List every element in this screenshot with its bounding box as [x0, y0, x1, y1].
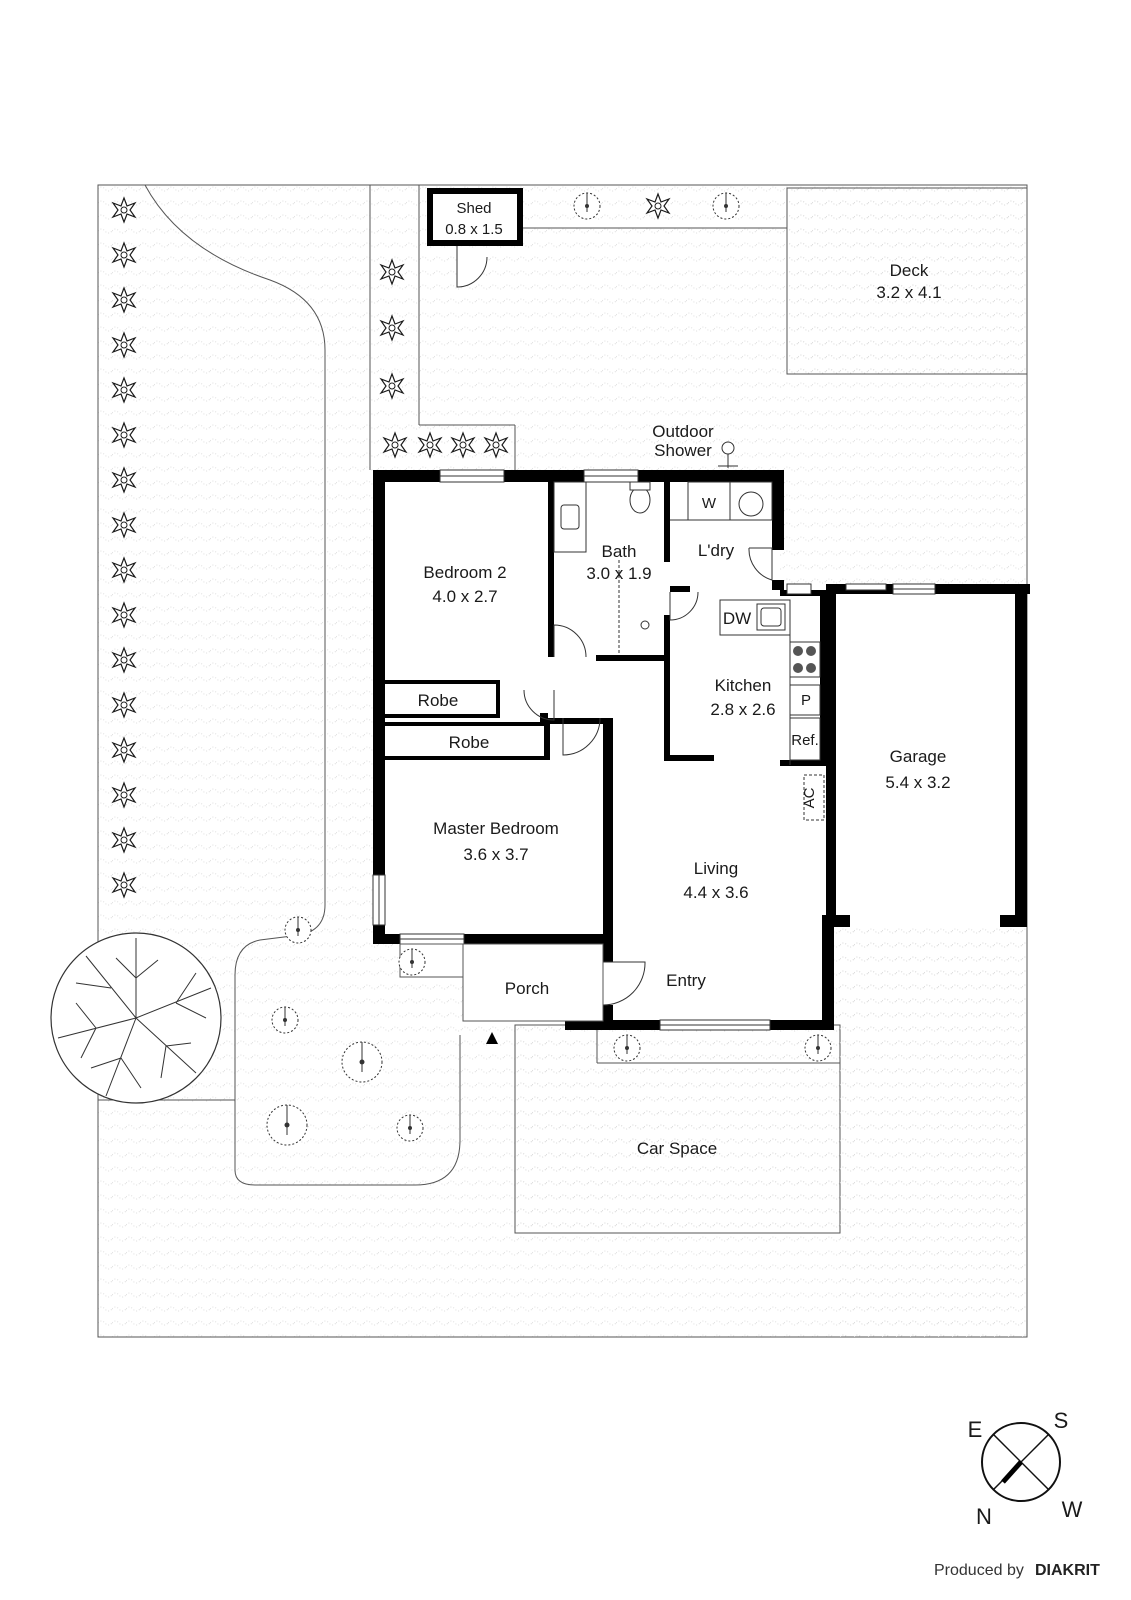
entry-label: Entry: [666, 971, 706, 990]
house-interior: [385, 482, 1025, 1020]
kitchen-name: Kitchen: [715, 676, 772, 695]
porch-label: Porch: [505, 979, 549, 998]
produced-by-label: Produced by: [934, 1562, 1024, 1579]
living-size: 4.4 x 3.6: [683, 883, 748, 902]
robe2-label: Robe: [449, 733, 490, 752]
master-bedroom-size: 3.6 x 3.7: [463, 845, 528, 864]
shed-name: Shed: [456, 200, 491, 217]
master-bedroom-name: Master Bedroom: [433, 819, 559, 838]
compass: E S N W: [968, 1408, 1083, 1529]
compass-e: E: [968, 1417, 983, 1442]
pantry-label: P: [801, 692, 811, 709]
living-name: Living: [694, 859, 738, 878]
room-labels: Bedroom 2 4.0 x 2.7 Bath 3.0 x 1.9 L'dry…: [418, 541, 951, 990]
outdoor-shower-line2: Shower: [654, 441, 712, 460]
deck: Deck 3.2 x 4.1: [786, 187, 1028, 375]
fridge-label: Ref.: [791, 732, 819, 749]
windows: [372, 469, 936, 1031]
laundry-name: L'dry: [698, 541, 735, 560]
bedroom2-size: 4.0 x 2.7: [432, 587, 497, 606]
compass-s: S: [1054, 1408, 1069, 1433]
brand-label: DIAKRIT: [1035, 1562, 1100, 1579]
garage-size: 5.4 x 3.2: [885, 773, 950, 792]
bedroom2-name: Bedroom 2: [423, 563, 506, 582]
deck-name: Deck: [890, 261, 929, 280]
driveway: [840, 930, 1027, 1337]
outdoor-shower-line1: Outdoor: [652, 422, 714, 441]
robe1-label: Robe: [418, 691, 459, 710]
bath-fixtures: [553, 481, 651, 655]
garage-name: Garage: [890, 747, 947, 766]
car-space-label: Car Space: [637, 1139, 717, 1158]
shed-size: 0.8 x 1.5: [445, 221, 503, 238]
porch: Porch: [399, 943, 604, 1044]
washer-label: W: [702, 495, 717, 512]
planter-strip: [596, 1030, 840, 1064]
car-space: Car Space: [514, 1024, 841, 1234]
footer: Produced by DIAKRIT: [934, 1562, 1100, 1579]
dishwasher-label: DW: [723, 609, 751, 628]
tree: [50, 932, 222, 1104]
ac-label: AC: [801, 787, 818, 808]
bath-size: 3.0 x 1.9: [586, 564, 651, 583]
laundry-fixtures: W: [670, 481, 773, 521]
kitchen-fixtures: DW P Ref.: [719, 599, 821, 765]
bath-name: Bath: [602, 542, 637, 561]
ac-unit: AC: [801, 774, 825, 821]
kitchen-size: 2.8 x 2.6: [710, 700, 775, 719]
outdoor-shower: Outdoor Shower: [652, 422, 738, 468]
deck-size: 3.2 x 4.1: [876, 283, 941, 302]
doors: [523, 547, 773, 1006]
compass-n: N: [976, 1504, 992, 1529]
compass-w: W: [1062, 1497, 1083, 1522]
shed: Shed 0.8 x 1.5: [427, 188, 523, 288]
